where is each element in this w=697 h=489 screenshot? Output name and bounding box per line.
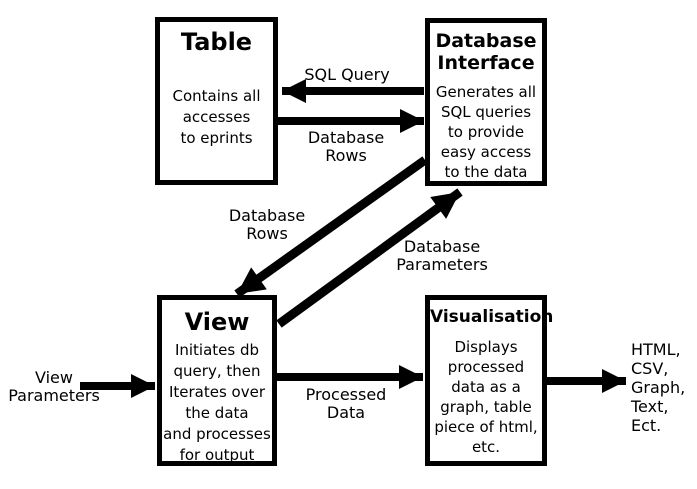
visualisation-box-body: Displays processed data as a graph, tabl… <box>434 338 538 456</box>
database-interface-box-title: Database Interface <box>435 30 537 74</box>
visualisation-box: Visualisation Displays processed data as… <box>425 295 554 466</box>
processed-data-label: Processed Data <box>305 385 387 422</box>
database-rows-diagonal-arrow <box>234 156 428 298</box>
database-interface-box: Database Interface Generates all SQL que… <box>425 18 547 186</box>
view-box: View Initiates db query, then Iterates o… <box>157 295 277 466</box>
view-box-title: View <box>184 308 250 336</box>
view-box-body: Initiates db query, then Iterates over t… <box>163 341 271 464</box>
view-parameters-label: View Parameters <box>8 368 100 405</box>
sql-query-label: SQL Query <box>304 65 390 84</box>
table-box-title: Table <box>180 28 253 56</box>
output-formats-label: HTML, CSV, Graph, Text, Ect. <box>631 340 686 435</box>
table-box: Table Contains all accesses to eprints <box>155 17 278 185</box>
database-interface-box-body: Generates all SQL queries to provide eas… <box>435 83 537 181</box>
database-rows-diagonal-label: Database Rows <box>228 206 306 243</box>
database-parameters-label: Database Parameters <box>396 237 488 274</box>
table-box-body: Contains all accesses to eprints <box>172 87 261 147</box>
database-parameters-arrow <box>276 188 463 328</box>
database-rows-horizontal-label: Database Rows <box>307 128 385 165</box>
visualisation-box-title: Visualisation <box>430 307 554 327</box>
